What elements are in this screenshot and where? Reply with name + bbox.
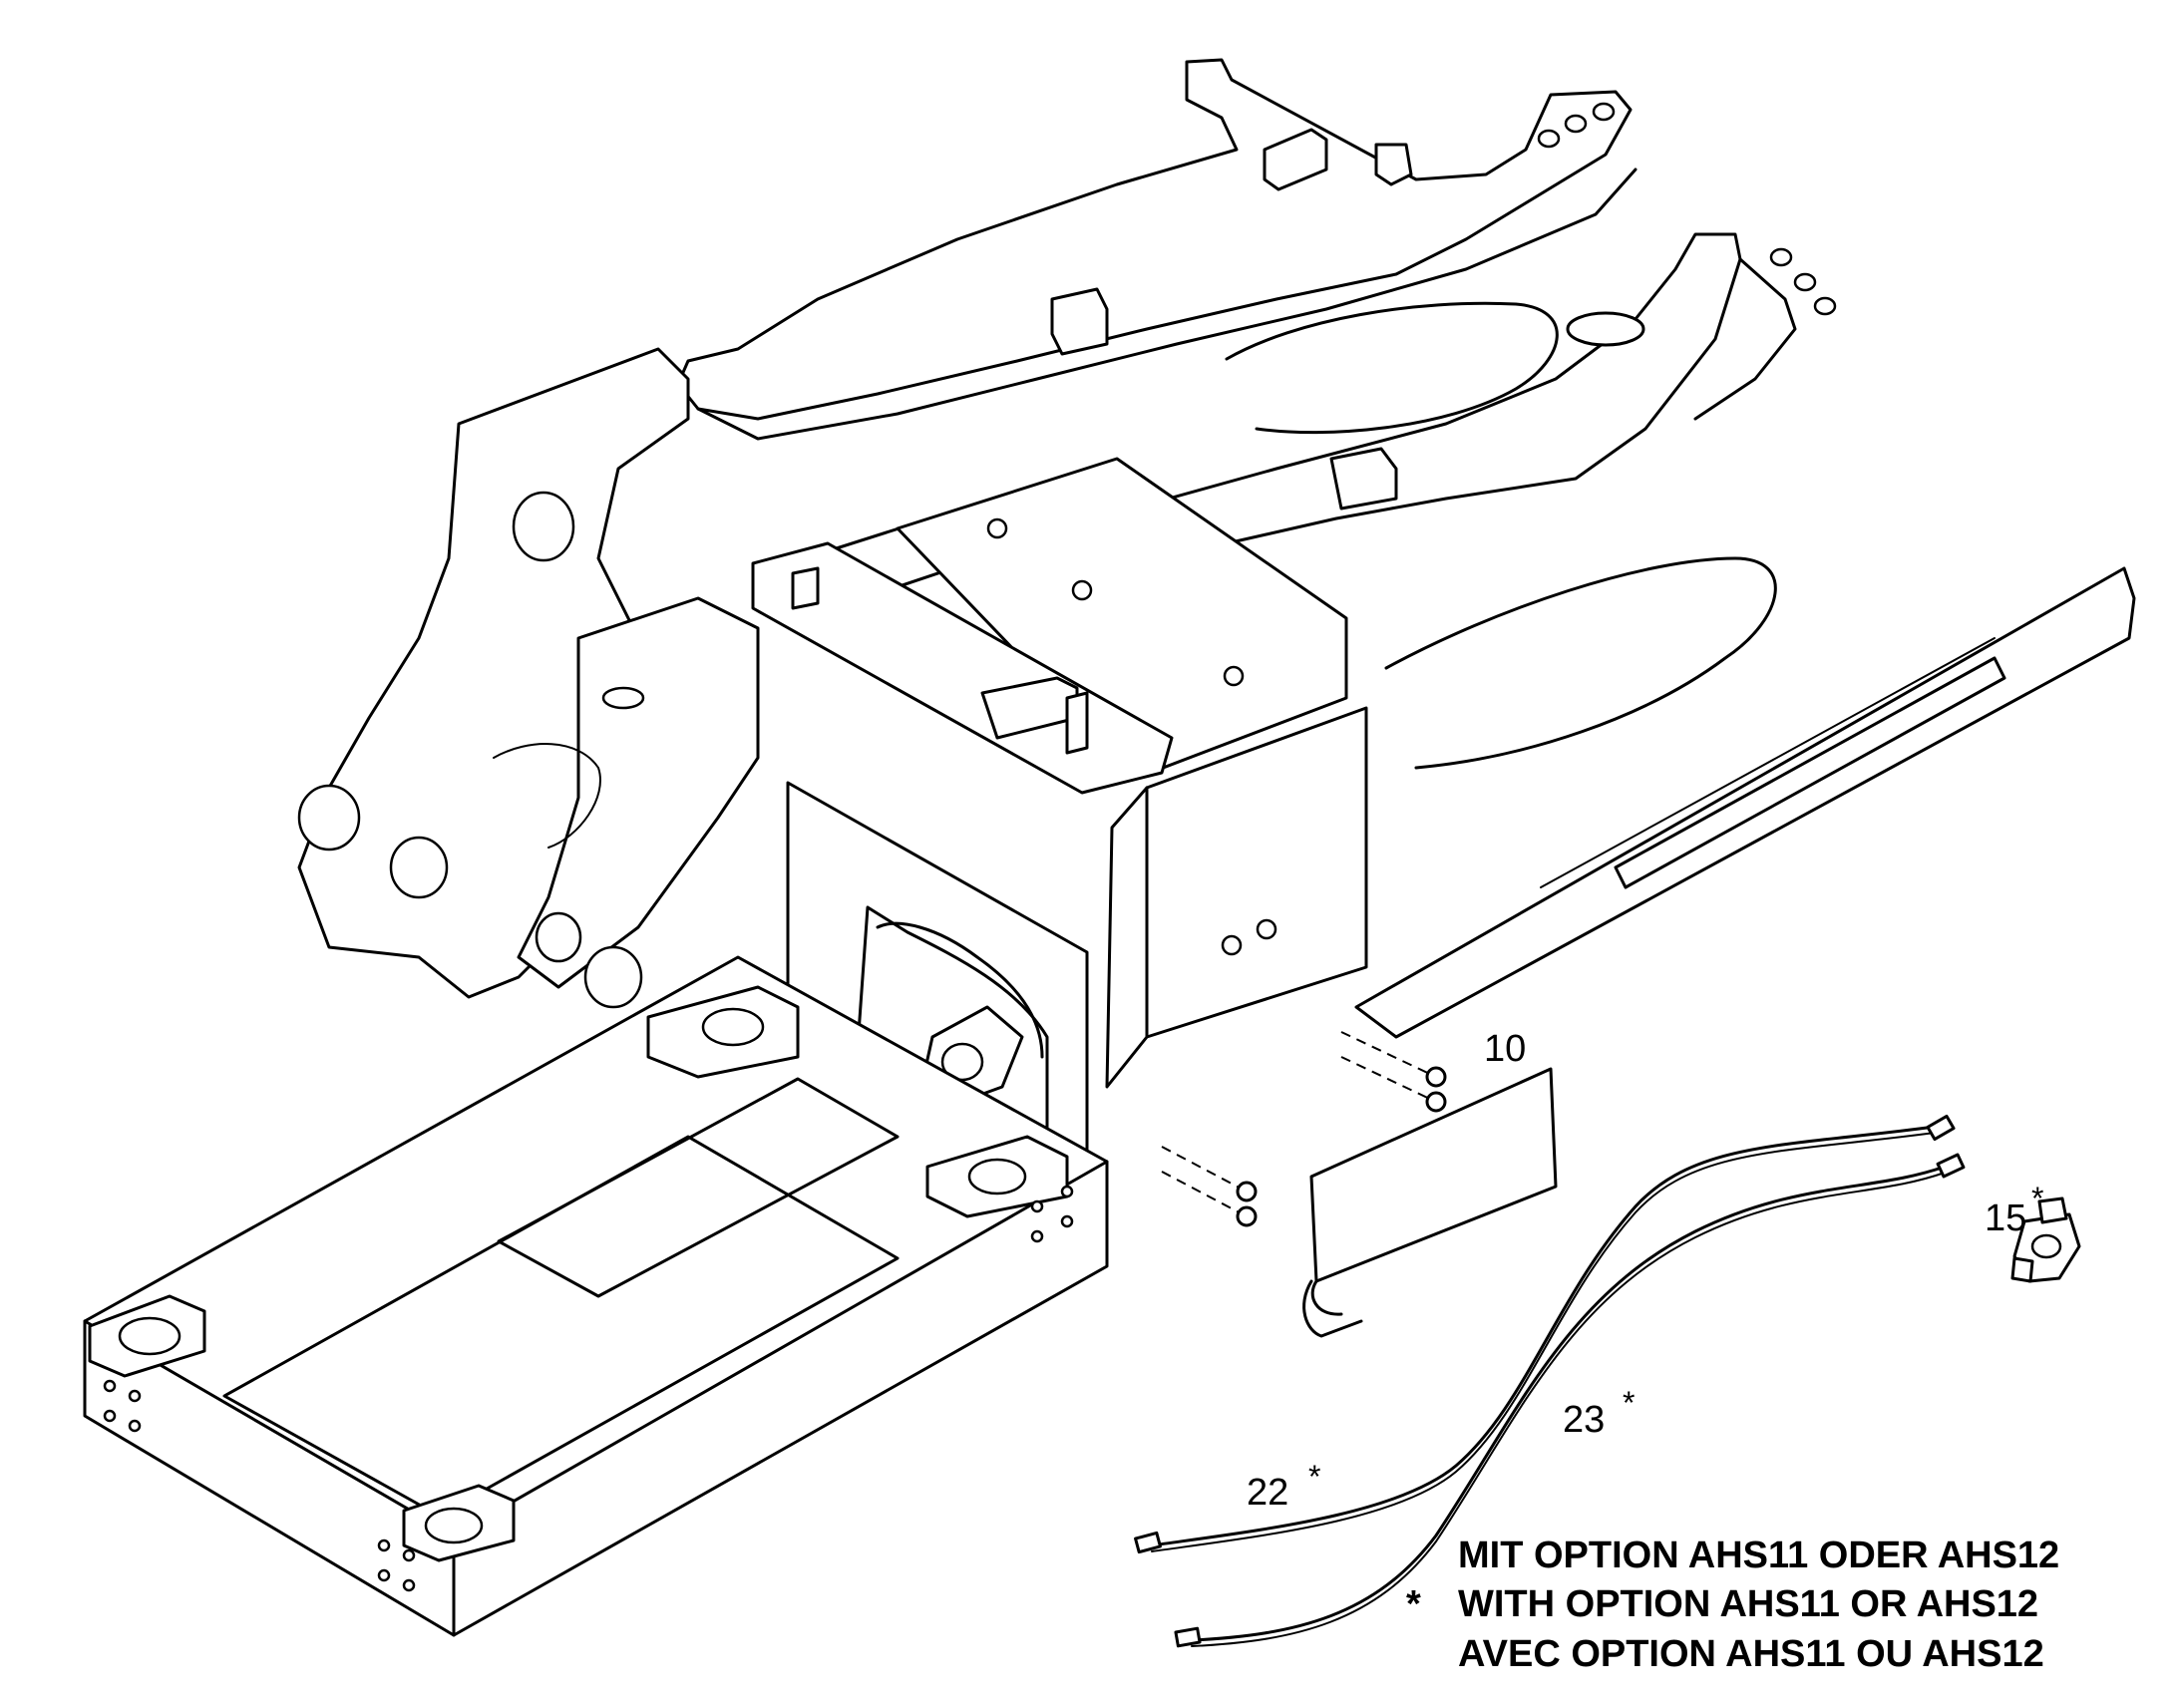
- callout-part-15-asterisk: *: [2031, 1181, 2044, 1216]
- callout-part-23-asterisk: *: [1623, 1385, 1635, 1421]
- legend-line-en: WITH OPTION AHS11 OR AHS12: [1458, 1583, 2039, 1625]
- fitting-15: [2010, 1196, 2081, 1283]
- legend-line-fr: AVEC OPTION AHS11 OU AHS12: [1458, 1633, 2044, 1675]
- cover-plate-10: [1161, 1031, 1558, 1338]
- lower-front-frame: [83, 955, 1109, 1637]
- boom-mount: [297, 347, 760, 1009]
- callout-part-22-asterisk: *: [1308, 1459, 1321, 1495]
- legend-line-de: MIT OPTION AHS11 ODER AHS12: [1458, 1535, 2060, 1576]
- legend-asterisk: *: [1406, 1583, 1421, 1625]
- callout-part-22: 22: [1247, 1472, 1289, 1514]
- callout-part-10: 10: [1484, 1028, 1527, 1070]
- hose-23: [1174, 1153, 1966, 1648]
- side-beam: [1354, 566, 2136, 1039]
- rear-upper-frame: [676, 58, 1837, 770]
- hose-22: [1134, 1114, 1956, 1554]
- callout-part-23: 23: [1563, 1399, 1606, 1441]
- callout-part-15: 15: [1985, 1197, 2027, 1239]
- center-housing: [751, 457, 1368, 1089]
